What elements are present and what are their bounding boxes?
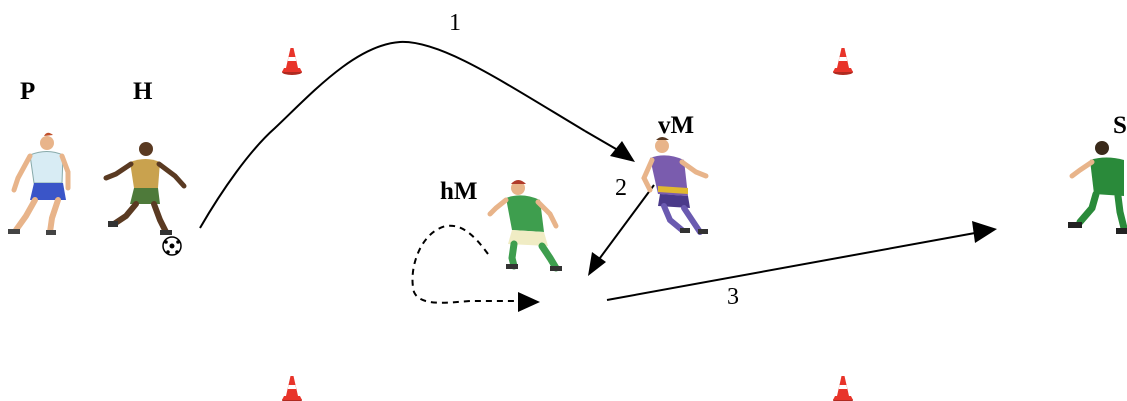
cone-icon xyxy=(282,48,302,75)
pass-3-arrowhead xyxy=(972,221,997,243)
player-label-p: P xyxy=(20,78,36,105)
hm-run-arrowhead xyxy=(518,292,540,312)
hm-run-path xyxy=(411,224,520,304)
step-label-1: 1 xyxy=(449,10,461,36)
player-label-vm: vM xyxy=(658,112,695,139)
player-hm-figure xyxy=(487,180,562,272)
ball-icon xyxy=(162,236,182,256)
pass-2-path xyxy=(596,184,655,263)
pass-1-path xyxy=(199,40,586,229)
pass-1-arrowhead xyxy=(610,141,635,162)
player-vm-figure xyxy=(641,137,709,235)
cone-icon xyxy=(833,48,853,75)
step-label-3: 3 xyxy=(727,284,739,310)
player-label-s: S xyxy=(1113,112,1127,139)
player-p-figure xyxy=(8,132,71,235)
player-label-h: H xyxy=(133,78,153,105)
step-label-2: 2 xyxy=(615,175,627,201)
cone-icon xyxy=(282,376,302,401)
player-s-figure xyxy=(1068,141,1127,234)
cone-icon xyxy=(833,376,853,401)
pass-2-arrowhead xyxy=(588,252,606,276)
pass-3-path xyxy=(606,232,976,301)
player-label-hm: hM xyxy=(440,178,478,205)
player-h-figure xyxy=(103,142,187,235)
